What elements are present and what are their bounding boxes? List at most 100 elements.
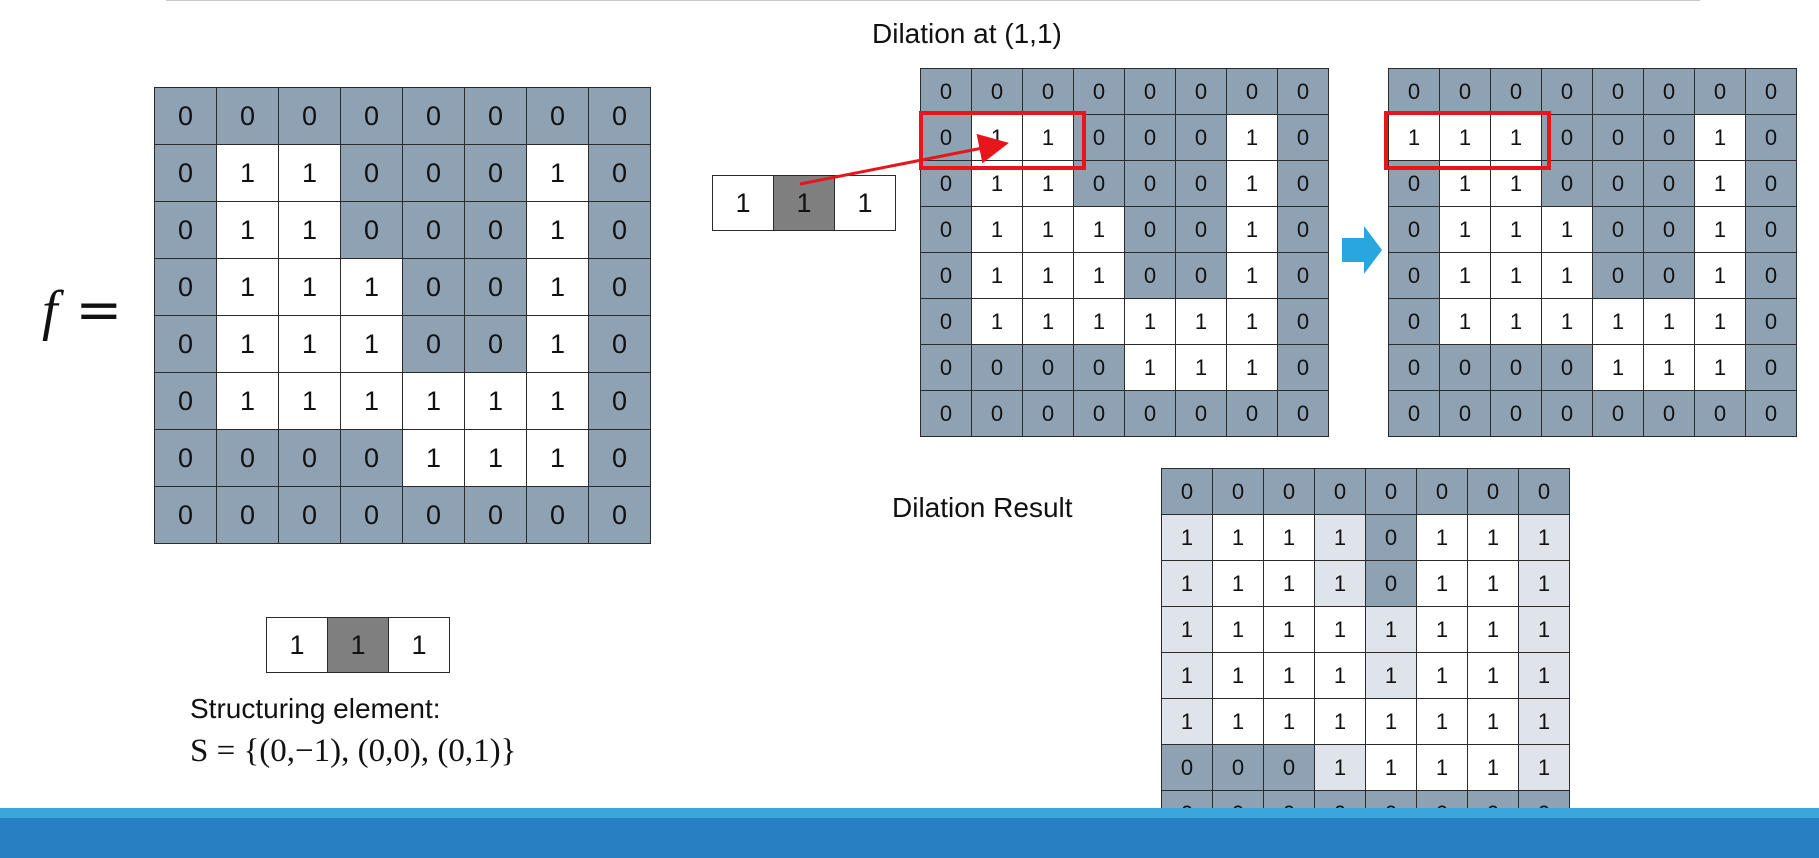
matrix-cell: 0 <box>588 372 651 430</box>
matrix-cell: 1 <box>278 144 341 202</box>
matrix-cell: 0 <box>588 258 651 316</box>
highlight-box-before <box>919 111 1086 170</box>
matrix-cell: 1 <box>1212 652 1264 699</box>
highlight-box-after <box>1384 111 1551 170</box>
matrix-cell: 1 <box>1643 298 1695 345</box>
matrix-cell: 0 <box>1745 344 1797 391</box>
right-arrow-icon <box>1342 226 1382 274</box>
matrix-cell: 0 <box>1643 114 1695 161</box>
matrix-cell: 1 <box>1226 114 1278 161</box>
matrix-cell: 0 <box>464 486 527 544</box>
structuring-element-cell: 1 <box>388 617 450 673</box>
matrix-cell: 0 <box>1592 114 1644 161</box>
matrix-cell: 1 <box>971 206 1023 253</box>
matrix-cell: 1 <box>1161 652 1213 699</box>
matrix-cell: 0 <box>1643 252 1695 299</box>
matrix-cell: 0 <box>1175 68 1227 115</box>
matrix-cell: 1 <box>402 372 465 430</box>
matrix-cell: 0 <box>154 201 217 259</box>
matrix-cell: 1 <box>1022 114 1074 161</box>
matrix-cell: 0 <box>1416 468 1468 515</box>
matrix-cell: 1 <box>1212 698 1264 745</box>
matrix-cell: 1 <box>1541 252 1593 299</box>
matrix-cell: 1 <box>340 258 403 316</box>
matrix-cell: 1 <box>1490 252 1542 299</box>
matrix-cell: 0 <box>1592 160 1644 207</box>
matrix-cell: 1 <box>1263 560 1315 607</box>
matrix-cell: 1 <box>216 144 279 202</box>
matrix-cell: 0 <box>1643 390 1695 437</box>
matrix-cell: 0 <box>402 258 465 316</box>
matrix-cell: 0 <box>1745 206 1797 253</box>
matrix-cell: 0 <box>216 429 279 487</box>
matrix-cell: 0 <box>1592 206 1644 253</box>
matrix-cell: 0 <box>920 68 972 115</box>
matrix-cell: 1 <box>278 258 341 316</box>
matrix-cell: 0 <box>1226 68 1278 115</box>
matrix-cell: 0 <box>1212 744 1264 791</box>
matrix-cell: 1 <box>216 201 279 259</box>
matrix-cell: 1 <box>1518 514 1570 561</box>
matrix-cell: 0 <box>1388 68 1440 115</box>
matrix-cell: 1 <box>1314 698 1366 745</box>
matrix-cell: 0 <box>1365 560 1417 607</box>
matrix-cell: 0 <box>402 315 465 373</box>
matrix-cell: 1 <box>526 429 589 487</box>
matrix-cell: 0 <box>340 486 403 544</box>
matrix-cell: 1 <box>1541 298 1593 345</box>
matrix-cell: 0 <box>1439 68 1491 115</box>
matrix-cell: 1 <box>1314 652 1366 699</box>
matrix-cell: 1 <box>216 315 279 373</box>
matrix-cell: 0 <box>1124 206 1176 253</box>
matrix-cell: 0 <box>1643 68 1695 115</box>
matrix-cell: 1 <box>402 429 465 487</box>
top-rule <box>166 0 1700 1</box>
matrix-cell: 1 <box>1592 298 1644 345</box>
matrix-cell: 1 <box>1022 206 1074 253</box>
matrix-cell: 0 <box>1365 468 1417 515</box>
matrix-cell: 1 <box>1416 560 1468 607</box>
matrix-cell: 0 <box>1175 252 1227 299</box>
matrix-cell: 1 <box>1124 344 1176 391</box>
matrix-cell: 1 <box>1518 560 1570 607</box>
matrix-cell: 0 <box>216 486 279 544</box>
matrix-cell: 1 <box>1416 652 1468 699</box>
matrix-cell: 0 <box>1592 68 1644 115</box>
structuring-element-origin-cell: 1 <box>327 617 389 673</box>
matrix-cell: 0 <box>340 144 403 202</box>
matrix-cell: 0 <box>278 486 341 544</box>
matrix-cell: 1 <box>1124 298 1176 345</box>
matrix-cell: 1 <box>526 258 589 316</box>
matrix-cell: 0 <box>1277 252 1329 299</box>
matrix-cell: 0 <box>154 87 217 145</box>
matrix-cell: 1 <box>1490 298 1542 345</box>
matrix-cell: 1 <box>971 252 1023 299</box>
matrix-cell: 1 <box>526 144 589 202</box>
matrix-cell: 0 <box>588 87 651 145</box>
matrix-cell: 0 <box>1022 390 1074 437</box>
matrix-cell: 1 <box>1073 298 1125 345</box>
matrix-cell: 0 <box>154 315 217 373</box>
f-equals-label: f = <box>42 278 122 343</box>
matrix-cell: 1 <box>1365 698 1417 745</box>
matrix-cell: 1 <box>1212 514 1264 561</box>
matrix-cell: 1 <box>1314 606 1366 653</box>
matrix-cell: 1 <box>1439 252 1491 299</box>
matrix-cell: 0 <box>526 87 589 145</box>
matrix-cell: 1 <box>1467 652 1519 699</box>
matrix-cell: 1 <box>1467 514 1519 561</box>
matrix-cell: 1 <box>216 258 279 316</box>
matrix-cell: 1 <box>1161 606 1213 653</box>
matrix-cell: 0 <box>1643 160 1695 207</box>
dilation-at-title: Dilation at (1,1) <box>872 18 1062 49</box>
matrix-cell: 0 <box>588 486 651 544</box>
